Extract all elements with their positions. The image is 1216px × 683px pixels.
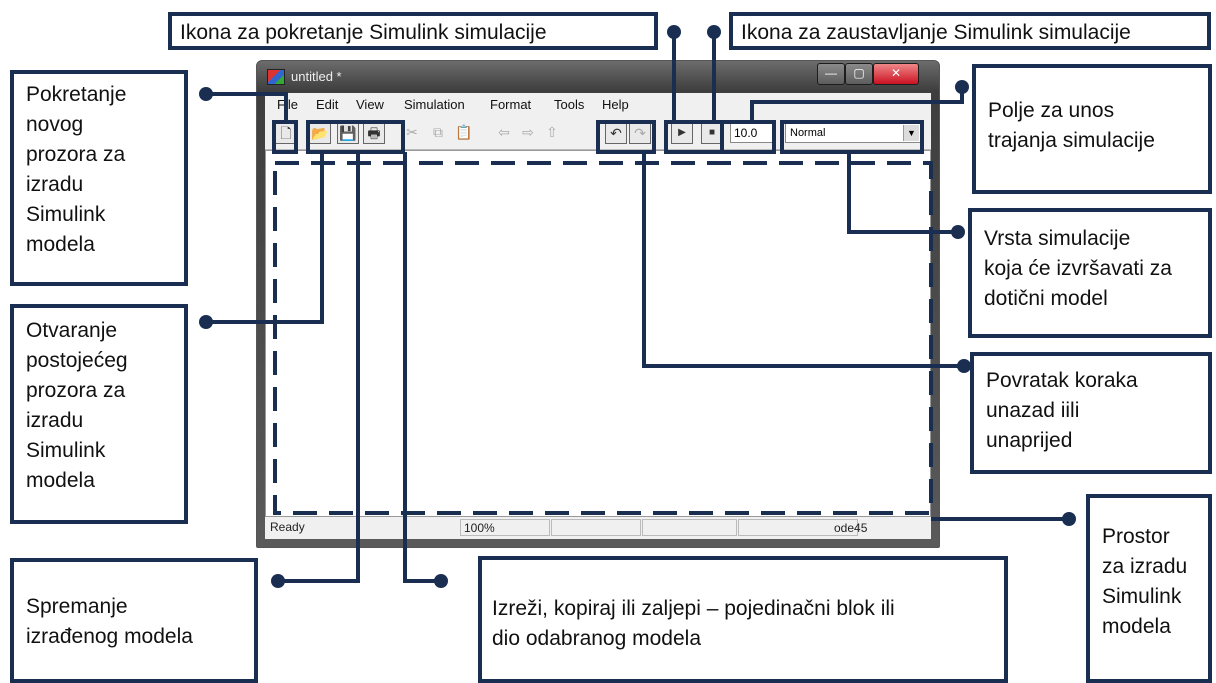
status-ready: Ready: [270, 520, 305, 534]
title-bar[interactable]: untitled * — ▢ ✕: [257, 61, 939, 93]
menu-simulation[interactable]: Simulation: [404, 97, 465, 112]
callout-line: izrađenog modela: [26, 625, 193, 648]
model-canvas[interactable]: [265, 150, 931, 517]
callout-line: dotični model: [984, 287, 1108, 310]
menu-tools[interactable]: Tools: [554, 97, 585, 112]
new-model-icon[interactable]: 🗋: [275, 122, 297, 144]
callout-stop-simulation: Ikona za zaustavljanje Simulink simulaci…: [729, 12, 1211, 50]
menu-help[interactable]: Help: [602, 97, 629, 112]
undo-icon[interactable]: ↶: [605, 122, 627, 144]
simulation-mode-value: Normal: [790, 127, 826, 139]
status-zoom: 100%: [460, 519, 550, 536]
callout-open-model: Otvaranje postojećeg prozora za izradu S…: [10, 304, 188, 524]
callout-undo-redo: Povratak koraka unazad iili unaprijed: [970, 352, 1212, 474]
callout-workspace: Prostor za izradu Simulink modela: [1086, 494, 1212, 683]
callout-new-model: Pokretanje novog prozora za izradu Simul…: [10, 70, 188, 286]
menu-format[interactable]: Format: [490, 97, 532, 112]
callout-line: Pokretanje: [26, 83, 127, 106]
callout-line: Povratak koraka: [986, 369, 1138, 392]
chevron-down-icon[interactable]: ▼: [903, 125, 919, 141]
callout-line: modela: [26, 469, 95, 492]
status-solver: ode45: [738, 519, 867, 536]
callout-line: modela: [26, 233, 95, 256]
maximize-icon[interactable]: ▢: [845, 63, 873, 85]
menu-file[interactable]: File: [277, 97, 298, 112]
callout-line: prozora za: [26, 143, 126, 166]
callout-line: Prostor: [1102, 525, 1170, 548]
back-icon[interactable]: ⇦: [498, 124, 510, 140]
up-icon[interactable]: ⇧: [546, 124, 558, 140]
callout-line: koja će izvršavati za: [984, 257, 1172, 280]
status-bar: Ready 100% ode45: [265, 517, 931, 539]
window-client: File Edit View Simulation Format Tools H…: [265, 93, 931, 539]
callout-line: postojećeg: [26, 349, 128, 372]
callout-start-simulation: Ikona za pokretanje Simulink simulacije: [168, 12, 658, 50]
status-empty-1: [551, 519, 641, 536]
callout-line: Polje za unos: [988, 99, 1115, 122]
callout-start-text: Ikona za pokretanje Simulink simulacije: [180, 21, 547, 44]
callout-sim-type: Vrsta simulacije koja će izvršavati za d…: [968, 208, 1212, 338]
simulation-mode-select[interactable]: Normal ▼: [785, 123, 921, 143]
callout-line: trajanja simulacije: [988, 129, 1155, 152]
window-title: untitled *: [291, 69, 342, 84]
callout-save-model: Spremanje izrađenog modela: [10, 558, 258, 683]
stop-time-input[interactable]: 10.0: [730, 123, 776, 143]
callout-line: dio odabranog modela: [492, 627, 701, 650]
callout-line: Izreži, kopiraj ili zaljepi – pojedinačn…: [492, 597, 895, 620]
copy-icon[interactable]: ⧉: [433, 124, 443, 140]
callout-line: Vrsta simulacije: [984, 227, 1131, 250]
callout-line: Simulink: [26, 439, 106, 462]
simulink-app-icon: [267, 69, 285, 85]
callout-line: unazad iili: [986, 399, 1080, 422]
callout-line: za izradu: [1102, 555, 1188, 578]
callout-stop-text: Ikona za zaustavljanje Simulink simulaci…: [741, 21, 1131, 44]
callout-line: izradu: [26, 409, 84, 432]
callout-line: Otvaranje: [26, 319, 118, 342]
toolbar: 🗋 📂 💾 🖶 ✂ ⧉ 📋 ⇦ ⇨ ⇧ ↶ ↷ ▶ ■ 10.0 Normal …: [265, 115, 931, 150]
stop-simulation-icon[interactable]: ■: [701, 122, 723, 144]
redo-icon[interactable]: ↷: [629, 122, 651, 144]
start-simulation-icon[interactable]: ▶: [671, 122, 693, 144]
menu-view[interactable]: View: [356, 97, 384, 112]
save-model-icon[interactable]: 💾: [337, 122, 359, 144]
simulink-window: untitled * — ▢ ✕ File Edit View Simulati…: [256, 60, 940, 548]
close-icon[interactable]: ✕: [873, 63, 919, 85]
menu-bar: File Edit View Simulation Format Tools H…: [265, 93, 931, 115]
callout-line: modela: [1102, 615, 1171, 638]
cut-icon[interactable]: ✂: [406, 124, 418, 140]
callout-cut-copy-paste: Izreži, kopiraj ili zaljepi – pojedinačn…: [478, 556, 1008, 683]
forward-icon[interactable]: ⇨: [522, 124, 534, 140]
callout-line: Simulink: [1102, 585, 1182, 608]
open-model-icon[interactable]: 📂: [309, 122, 331, 144]
callout-line: unaprijed: [986, 429, 1073, 452]
callout-line: novog: [26, 113, 84, 136]
minimize-icon[interactable]: —: [817, 63, 845, 85]
callout-line: izradu: [26, 173, 84, 196]
callout-stop-time-field: Polje za unos trajanja simulacije: [972, 64, 1212, 194]
callout-line: prozora za: [26, 379, 126, 402]
callout-line: Spremanje: [26, 595, 128, 618]
callout-line: Simulink: [26, 203, 106, 226]
status-empty-2: [642, 519, 737, 536]
print-icon[interactable]: 🖶: [363, 122, 385, 144]
menu-edit[interactable]: Edit: [316, 97, 339, 112]
paste-icon[interactable]: 📋: [455, 124, 473, 140]
